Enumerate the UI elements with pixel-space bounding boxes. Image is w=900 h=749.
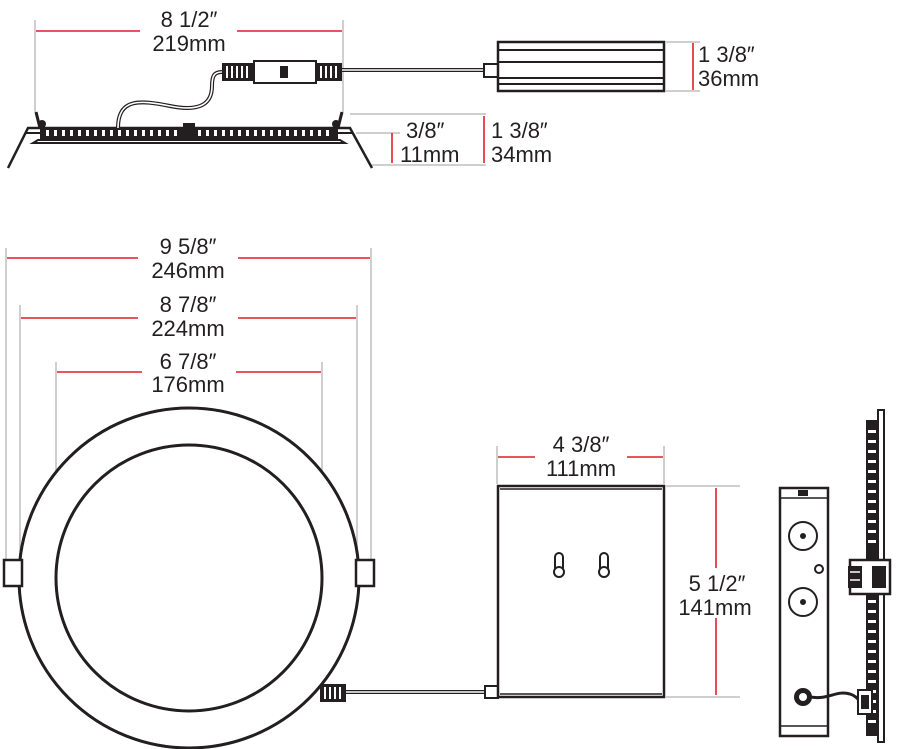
jbox-width-mm: 111mm: [546, 456, 616, 481]
side-width-mm: 219mm: [152, 31, 225, 56]
jbox-height-mm: 141mm: [678, 595, 751, 620]
overall-height-in: 1 3/8″: [491, 118, 548, 143]
plan-connector: [320, 684, 346, 702]
driver-height-mm: 36mm: [698, 66, 759, 91]
spring-clip-left: [2, 558, 24, 588]
fixture-edge-view: [848, 409, 892, 743]
jbox-width-in: 4 3/8″: [553, 432, 610, 457]
keyhole-slot-left: [553, 552, 565, 578]
side-view: 8 1/2″ 219mm: [6, 7, 759, 169]
flange-diameter-in: 9 5/8″: [160, 234, 217, 259]
keyhole-slot-right: [598, 552, 610, 578]
lens-circle: [54, 443, 324, 713]
overall-height-mm: 34mm: [491, 142, 552, 167]
fixture-side-fins: [40, 129, 338, 139]
aperture-diameter-mm: 176mm: [151, 372, 224, 397]
driver-box-side: [496, 40, 666, 93]
flange-height-mm: 11mm: [400, 142, 460, 167]
driver-height-in: 1 3/8″: [698, 42, 755, 67]
side-connector: [222, 60, 342, 84]
cutout-diameter-mm: 224mm: [151, 316, 224, 341]
flange-height-in: 3/8″: [406, 118, 445, 143]
junction-box: 4 3/8″ 111mm 5 1/2″ 141mm: [496, 432, 752, 699]
spring-clip-right: [354, 558, 376, 588]
fixture-side-profile: [6, 111, 374, 169]
side-cable-1: [116, 70, 223, 129]
side-width-in: 8 1/2″: [161, 7, 218, 32]
cutout-diameter-in: 8 7/8″: [160, 292, 217, 317]
jbox-side-view: [778, 486, 869, 738]
jbox-body: [496, 484, 666, 699]
flange-diameter-mm: 246mm: [151, 258, 224, 283]
aperture-diameter-in: 6 7/8″: [160, 349, 217, 374]
plan-view: 9 5/8″ 246mm 8 7/8″ 224mm 6 7/8″ 176mm: [2, 234, 499, 749]
jbox-height-in: 5 1/2″: [689, 571, 746, 596]
